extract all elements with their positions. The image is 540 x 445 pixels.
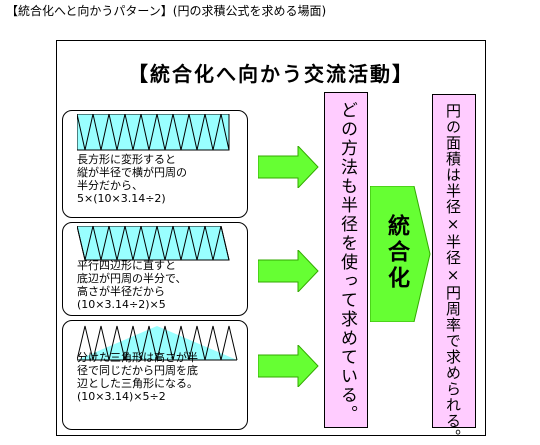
card-line: 5×(10×3.14÷2) [77,192,166,205]
card-line: 辺とした三角形になる。 [77,377,198,390]
card-line: 径で同じだから円周を底 [77,364,198,377]
integration-arrow-icon [370,186,431,322]
method-card-triangle: 分けた三角形は高さが半 径で同じだから円周を底 辺とした三角形になる。 (10×… [62,320,248,430]
method-card-rectangle: 長方形に変形すると 縦が半径で横が円周の 半分だから、 5×(10×3.14÷2… [62,110,248,218]
diagram-heading: 【統合化へ向かう交流活動】 [128,62,414,86]
method-card-parallelogram: 平行四辺形に直すと 底辺が円周の半分で、 高さが半径だから (10×3.14÷2… [62,222,248,316]
card-line: 底辺が円周の半分で、 [77,272,187,285]
arrow-right-icon [258,250,319,292]
card-line: (10×3.14)×5÷2 [77,390,166,403]
card-line: 分けた三角形は高さが半 [77,351,198,364]
result-text: 円の面積は半径×半径×円周率で求められる。 [444,103,462,445]
common-idea-box: どの方法も半径を使って求めている。 [324,92,368,428]
integration-label: 統合化 [384,214,409,292]
common-idea-text: どの方法も半径を使って求めている。 [337,101,357,424]
sector-strip-rectangle [77,114,230,151]
arrow-right-icon [258,345,319,387]
sector-strip-triangle [77,325,238,361]
card-line: (10×3.14÷2)×5 [77,298,166,311]
card-line: 縦が半径で横が円周の [77,166,187,179]
card-line: 長方形に変形すると [77,153,176,166]
arrow-right-icon [258,146,319,188]
card-line: 平行四辺形に直すと [77,259,176,272]
result-box: 円の面積は半径×半径×円周率で求められる。 [432,94,476,445]
card-line: 高さが半径だから [77,285,165,298]
card-line: 半分だから、 [77,179,143,192]
page-caption: 【統合化へと向かうパターン】(円の求積公式を求める場面) [6,4,327,18]
sector-strip-parallelogram [77,226,230,261]
